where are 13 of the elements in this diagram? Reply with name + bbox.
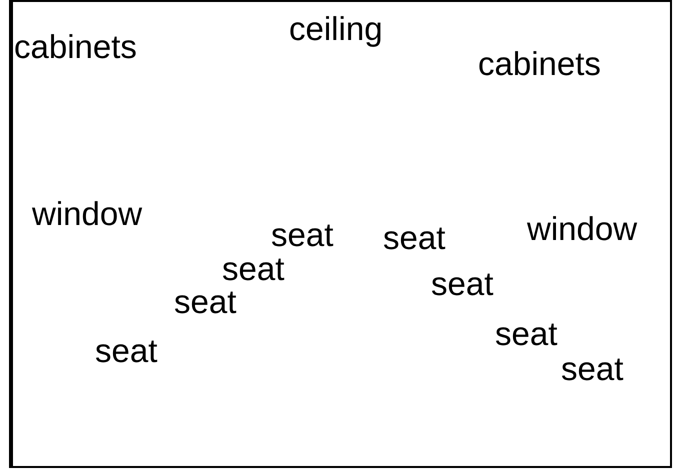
area-label: seat bbox=[222, 252, 284, 285]
area-label: seat bbox=[271, 218, 334, 251]
area-label: cabinets bbox=[14, 30, 137, 63]
area-label: window bbox=[527, 212, 638, 245]
area-label: seat bbox=[383, 221, 446, 254]
area-label: seat bbox=[561, 352, 624, 385]
area-label: cabinets bbox=[478, 47, 601, 80]
area-label: window bbox=[32, 197, 142, 230]
area-label: seat bbox=[431, 267, 494, 300]
area-label: seat bbox=[495, 317, 558, 350]
area-label: ceiling bbox=[289, 12, 383, 45]
area-label: seat bbox=[174, 285, 236, 318]
area-label: seat bbox=[95, 334, 158, 367]
